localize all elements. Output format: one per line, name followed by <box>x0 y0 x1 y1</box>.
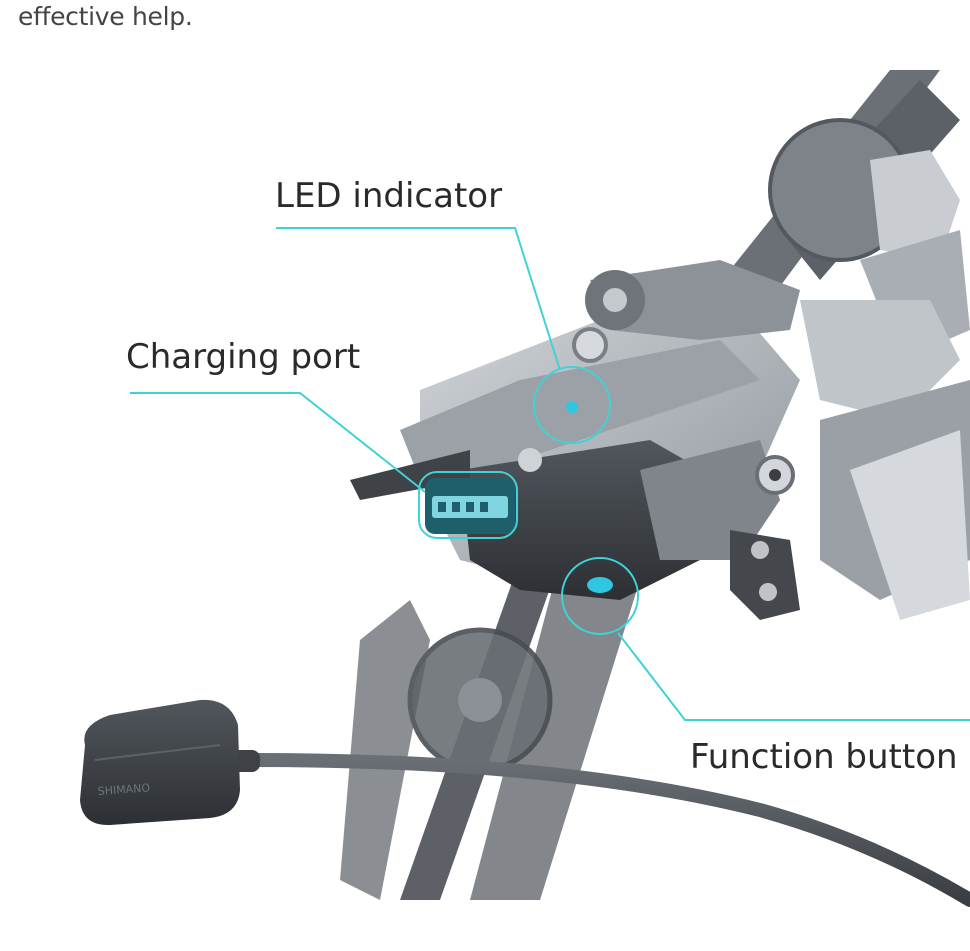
cable-connector: SHIMANO <box>80 699 240 826</box>
intro-text: effective help. <box>18 2 193 31</box>
upper-plate <box>730 70 970 620</box>
function-button-label: Function button <box>690 737 958 777</box>
charging-port <box>425 478 515 534</box>
lower-cage <box>340 560 640 900</box>
charging-port-label: Charging port <box>126 337 361 377</box>
function-button <box>587 577 613 593</box>
connector-brand-text: SHIMANO <box>97 781 151 798</box>
callout-lines <box>130 227 970 721</box>
led-indicator-label: LED indicator <box>275 176 503 216</box>
led-indicator-dot <box>566 401 578 413</box>
derailleur-body <box>350 260 800 620</box>
